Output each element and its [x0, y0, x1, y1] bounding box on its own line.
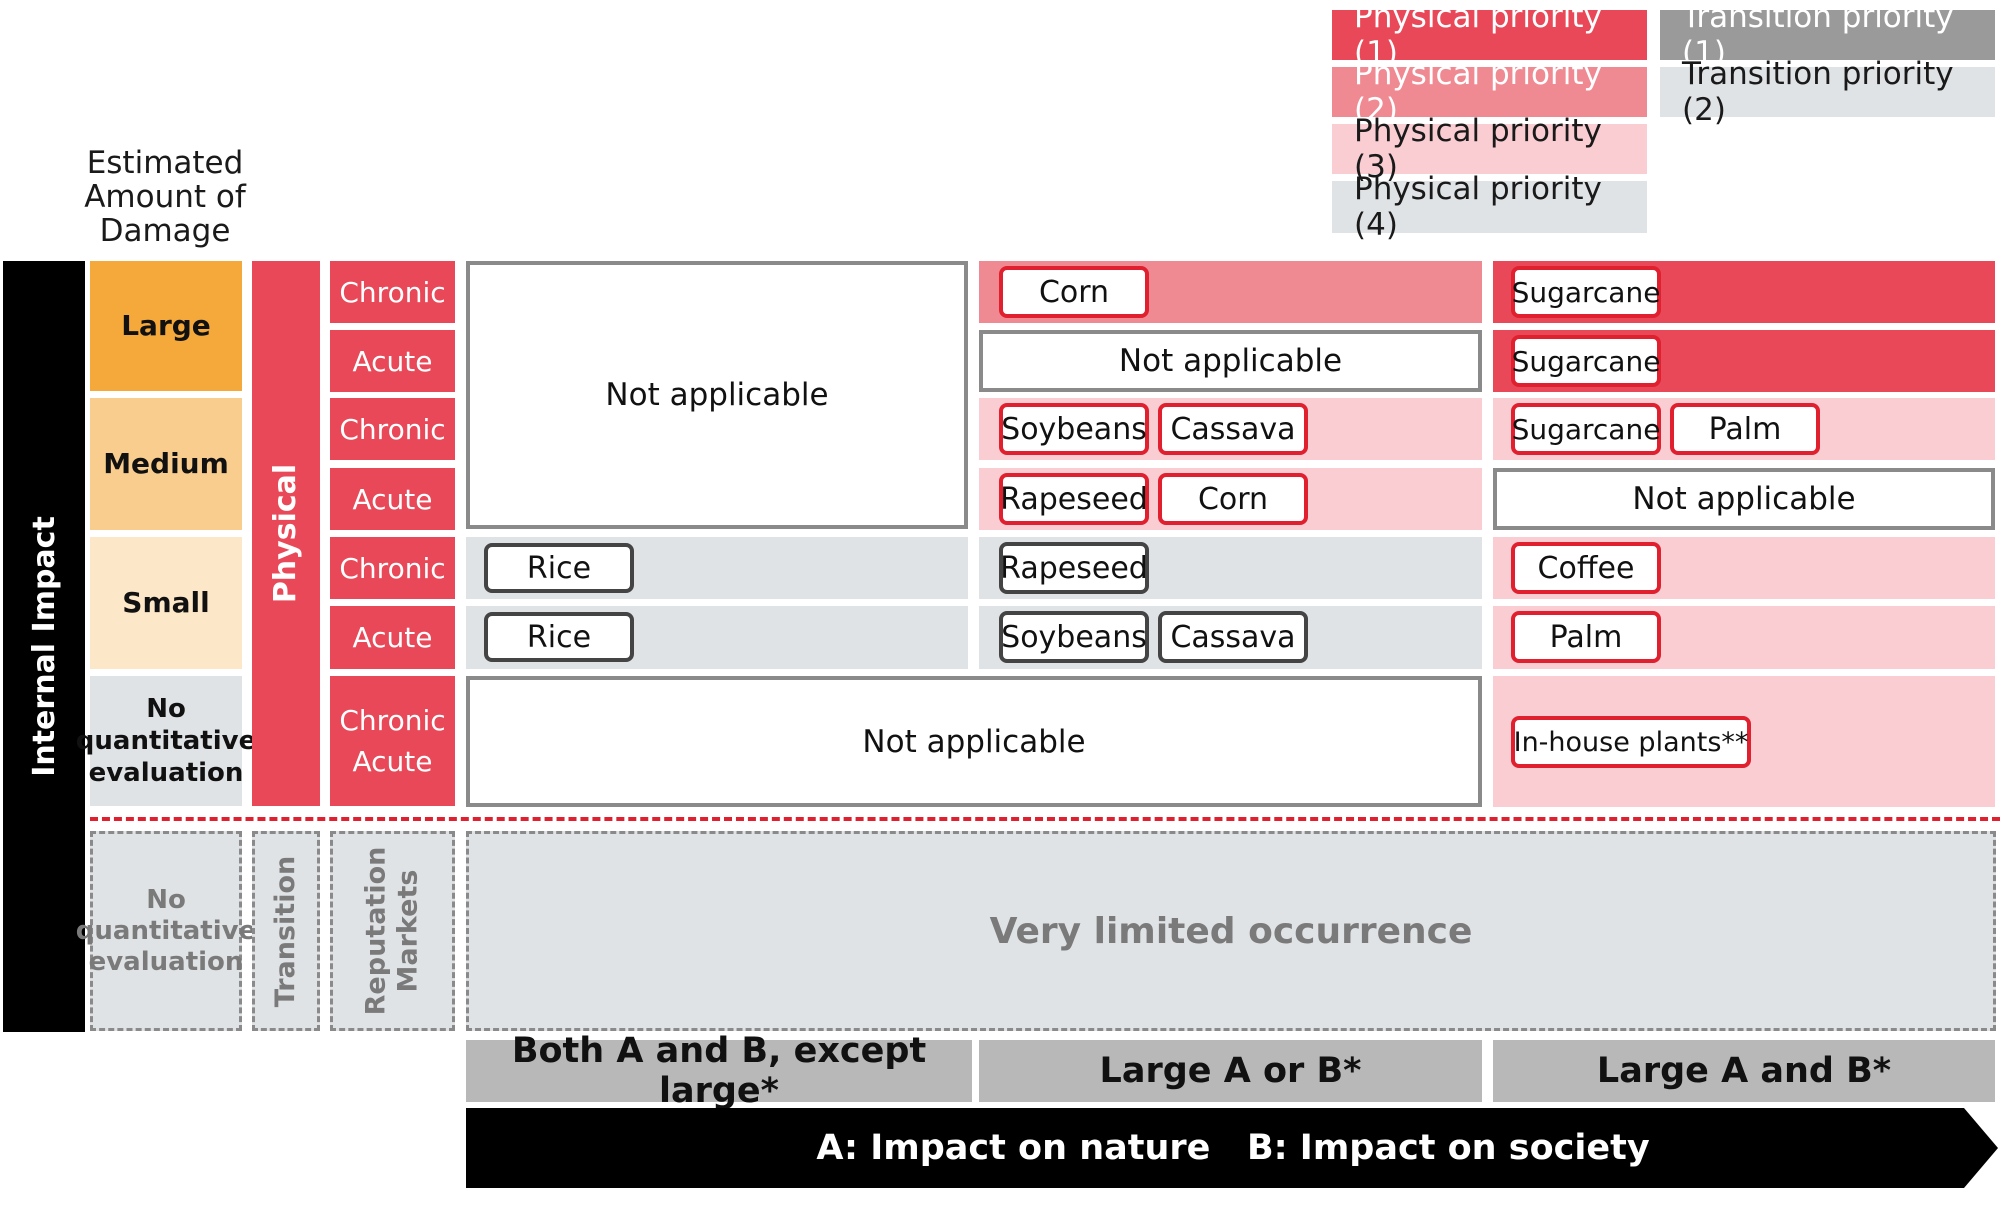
internal-impact-bar: Internal Impact	[3, 261, 85, 1032]
col-label-large-a-or-b: Large A or B*	[979, 1040, 1482, 1102]
legend-physical-priority-1: Physical priority (1)	[1332, 0, 1647, 71]
type-chronic-medium: Chronic	[330, 398, 455, 460]
type-chronic-large: Chronic	[330, 261, 455, 323]
cell-na-col2-large-acute: Not applicable	[979, 330, 1482, 392]
cell-col2-small-chronic: Rapeseed	[979, 537, 1482, 599]
chip-sugarcane-large-chronic: Sugarcane	[1511, 266, 1661, 318]
level-medium: Medium	[90, 398, 242, 530]
cell-col1-small-acute: Rice	[466, 606, 968, 669]
cell-col3-small-acute: Palm	[1493, 606, 1995, 669]
cell-col2-medium-chronic: Soybeans Cassava	[979, 398, 1482, 460]
chip-soybeans-small: Soybeans	[999, 611, 1149, 663]
cell-col2-large-chronic: Corn	[979, 261, 1482, 323]
reputation-label: Reputation	[360, 846, 392, 1016]
type-acute-noq: Acute	[352, 745, 433, 778]
col-label-both-except-large: Both A and B, except large*	[466, 1031, 972, 1111]
cell-col3-large-acute: Sugarcane	[1493, 330, 1995, 392]
very-limited-occurrence: Very limited occurrence	[466, 831, 1996, 1031]
chip-cassava-medium: Cassava	[1158, 403, 1308, 455]
chip-rice-chronic: Rice	[484, 543, 634, 593]
chip-palm-medium: Palm	[1670, 403, 1820, 455]
cell-na-col1-large-medium: Not applicable	[466, 261, 968, 529]
chip-corn-large: Corn	[999, 266, 1149, 318]
chip-rapeseed-small: Rapeseed	[999, 542, 1149, 594]
chip-sugarcane-medium: Sugarcane	[1511, 403, 1661, 455]
chip-in-house-plants: In-house plants**	[1511, 716, 1751, 768]
physical-bar: Physical	[252, 261, 320, 806]
chip-rice-acute: Rice	[484, 612, 634, 662]
physical-label: Physical	[268, 463, 304, 604]
legend-physical-priority-4: Physical priority (4)	[1332, 171, 1647, 243]
transition-bar: Transition	[252, 831, 320, 1031]
cell-na-col3-medium-acute: Not applicable	[1493, 468, 1995, 530]
legend-transition-priority-1: Transition priority (1)	[1660, 0, 1995, 71]
legend-physical-priority-2: Physical priority (2)	[1332, 56, 1647, 128]
cell-col2-medium-acute: Rapeseed Corn	[979, 468, 1482, 530]
chip-cassava-small: Cassava	[1158, 611, 1308, 663]
type-chronic-noq: Chronic	[339, 704, 446, 737]
cell-col1-small-chronic: Rice	[466, 537, 968, 599]
damage-axis-title: Estimated Amount of Damage	[84, 145, 246, 249]
chip-soybeans-medium: Soybeans	[999, 403, 1149, 455]
type-acute-large: Acute	[330, 330, 455, 392]
cell-col3-small-chronic: Coffee	[1493, 537, 1995, 599]
level-small: Small	[90, 537, 242, 669]
chip-sugarcane-large-acute: Sugarcane	[1511, 335, 1661, 387]
type-acute-medium: Acute	[330, 468, 455, 530]
impact-arrow: A: Impact on nature B: Impact on society	[466, 1108, 2000, 1188]
reputation-markets-cell: Reputation Markets	[330, 831, 455, 1031]
cell-na-noq-physical: Not applicable	[466, 676, 1482, 807]
cell-col3-noq: In-house plants**	[1493, 676, 1995, 807]
cell-col3-large-chronic: Sugarcane	[1493, 261, 1995, 323]
type-chronic-small: Chronic	[330, 537, 455, 599]
chip-palm-small: Palm	[1511, 611, 1661, 663]
type-acute-small: Acute	[330, 606, 455, 669]
legend-physical-priority-3: Physical priority (3)	[1332, 113, 1647, 185]
chip-coffee-small: Coffee	[1511, 542, 1661, 594]
level-large: Large	[90, 261, 242, 391]
level-no-quantitative: No quantitative evaluation	[76, 676, 256, 806]
level-no-quantitative-transition: No quantitative evaluation	[76, 831, 256, 1031]
impact-arrow-shape	[466, 1108, 1998, 1188]
markets-label: Markets	[392, 869, 424, 993]
transition-label: Transition	[270, 855, 302, 1007]
physical-transition-separator	[90, 817, 2000, 821]
chip-rapeseed-medium: Rapeseed	[999, 473, 1149, 525]
impact-arrow-label: A: Impact on nature B: Impact on society	[816, 1128, 1650, 1168]
internal-impact-label: Internal Impact	[26, 516, 62, 777]
cell-col2-small-acute: Soybeans Cassava	[979, 606, 1482, 669]
legend-transition-priority-2: Transition priority (2)	[1660, 56, 1995, 128]
reputation-markets-text: Reputation Markets	[361, 847, 425, 1016]
type-chronic-acute-noq: Chronic Acute	[330, 676, 455, 806]
chip-corn-medium: Corn	[1158, 473, 1308, 525]
cell-col3-medium-chronic: Sugarcane Palm	[1493, 398, 1995, 460]
col-label-large-a-and-b: Large A and B*	[1493, 1040, 1995, 1102]
